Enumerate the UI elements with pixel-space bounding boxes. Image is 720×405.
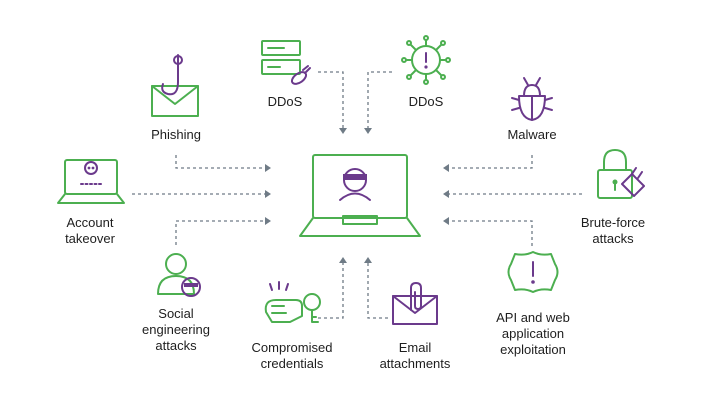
laptop-skull-icon bbox=[57, 159, 125, 204]
label-social-engineering: Social engineering attacks bbox=[142, 306, 210, 353]
laptop-hacker-icon bbox=[299, 154, 421, 237]
arrow-malware bbox=[449, 155, 533, 169]
label-ddos-1: DDoS bbox=[267, 94, 303, 109]
arrow-compromised-credentials bbox=[318, 263, 344, 319]
arrow-social-engineering bbox=[175, 220, 265, 245]
arrows bbox=[132, 71, 582, 319]
arrow-ddos-2 bbox=[367, 71, 392, 128]
bug-icon bbox=[511, 77, 553, 121]
label-email-attachments: Email attachments bbox=[379, 340, 451, 371]
arrow-phishing bbox=[175, 155, 265, 169]
label-ddos-2: DDoS bbox=[408, 94, 444, 109]
shield-alert-icon bbox=[507, 251, 559, 293]
arrow-ddos-1 bbox=[318, 71, 344, 128]
padlock-hand-icon bbox=[597, 149, 645, 199]
server-bomb-icon bbox=[261, 40, 311, 85]
key-hand-icon bbox=[264, 281, 321, 323]
virus-alert-icon bbox=[401, 35, 451, 85]
label-brute-force: Brute-force attacks bbox=[580, 215, 646, 246]
label-compromised-credentials: Compromised credentials bbox=[251, 340, 333, 371]
arrow-api-exploitation bbox=[449, 220, 533, 246]
envelope-hook-icon bbox=[151, 54, 199, 117]
label-account-takeover: Account takeover bbox=[65, 215, 115, 246]
label-malware: Malware bbox=[507, 127, 557, 142]
label-api-exploitation: API and web application exploitation bbox=[496, 310, 570, 357]
label-phishing: Phishing bbox=[151, 127, 201, 142]
envelope-paperclip-icon bbox=[392, 282, 438, 325]
user-masked-icon bbox=[157, 253, 201, 297]
arrow-email-attachments bbox=[367, 263, 388, 319]
